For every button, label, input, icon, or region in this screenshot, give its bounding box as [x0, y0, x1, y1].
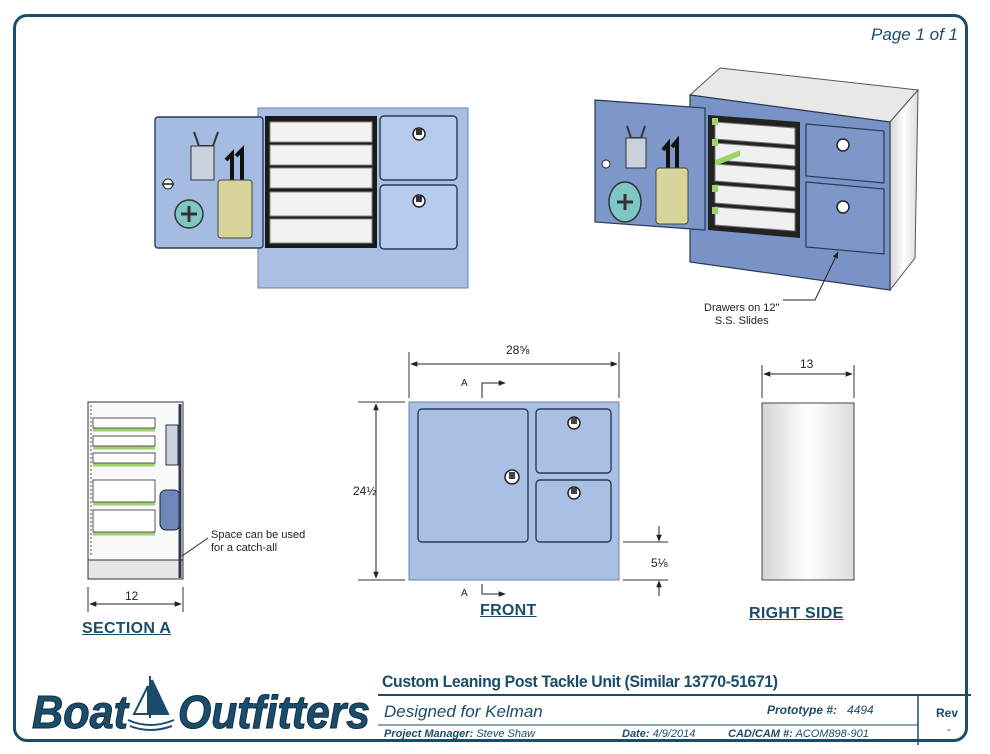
drawer-pull-icon	[567, 486, 581, 500]
drawer-pull-icon	[836, 200, 850, 214]
drawer-pull-icon	[412, 127, 426, 141]
front-view	[358, 352, 668, 597]
space-note-line1: Space can be used	[211, 529, 306, 541]
cad-cam-number: CAD/CAM #: ACOM898-901	[728, 728, 869, 740]
isometric-drawers	[712, 118, 796, 232]
drawer-pull-icon	[412, 194, 426, 208]
drawing-title: Custom Leaning Post Tackle Unit (Similar…	[382, 672, 778, 691]
logo-word-boat: Boat	[32, 686, 130, 736]
sailboat-icon	[127, 676, 175, 731]
section-marker-bottom: A	[461, 588, 468, 599]
rev-value: -	[947, 724, 951, 736]
plier-holder-icon	[625, 125, 647, 169]
date-label: Date:	[622, 728, 650, 740]
section-depth-dimension: 12	[125, 589, 139, 603]
line-spool-icon	[174, 199, 204, 229]
drawers-note: Drawers on 12" S.S. Slides	[704, 302, 779, 328]
date-value: 4/9/2014	[652, 728, 696, 740]
cad-value: ACOM898-901	[795, 728, 869, 740]
prototype-label: Prototype #:	[767, 703, 838, 717]
drawer-pull-icon	[836, 138, 850, 152]
knife-sheath-icon	[217, 145, 253, 239]
designed-for: Designed for Kelman	[384, 702, 543, 721]
plier-holder-icon	[190, 131, 219, 181]
knife-sheath-icon	[655, 135, 689, 225]
pm-label: Project Manager:	[384, 728, 474, 740]
section-a-label: SECTION A	[82, 620, 172, 637]
isometric-view	[594, 67, 920, 301]
date: Date: 4/9/2014	[622, 728, 695, 740]
drawer-pull-icon	[567, 416, 581, 430]
bolt-icon	[162, 178, 174, 190]
section-a-view	[87, 401, 209, 612]
drawers-note-line2: S.S. Slides	[714, 315, 769, 327]
door-latch-icon	[504, 469, 520, 485]
front-open-view	[154, 107, 469, 289]
front-label: FRONT	[480, 602, 537, 619]
logo-word-outfitters: Outfitters	[178, 686, 370, 736]
cad-label: CAD/CAM #:	[728, 728, 793, 740]
prototype-number: Prototype #: 4494	[767, 703, 874, 717]
section-marker-top: A	[461, 378, 468, 389]
depth-dimension: 13	[800, 357, 814, 371]
project-manager: Project Manager: Steve Shaw	[384, 728, 535, 740]
right-side-view	[761, 365, 855, 581]
prototype-value: 4494	[847, 703, 874, 717]
boat-outfitters-logo: Boat Outfitters	[32, 676, 371, 736]
height-dimension: 24½	[353, 484, 377, 498]
bolt-icon	[601, 159, 611, 169]
page-number: Page 1 of 1	[871, 25, 958, 44]
step-dimension: 5⅛	[651, 556, 668, 570]
space-note-line2: for a catch-all	[211, 542, 278, 554]
pm-value: Steve Shaw	[476, 728, 536, 740]
tackle-drawers	[269, 121, 373, 244]
rev-label: Rev	[936, 706, 959, 720]
drawers-note-line1: Drawers on 12"	[704, 302, 780, 314]
leader-line	[783, 251, 839, 301]
width-dimension: 28⅝	[506, 343, 530, 357]
line-spool-icon	[608, 181, 642, 223]
right-side-label: RIGHT SIDE	[749, 605, 844, 622]
title-block-lines	[378, 694, 971, 745]
space-note: Space can be used for a catch-all	[211, 529, 305, 555]
